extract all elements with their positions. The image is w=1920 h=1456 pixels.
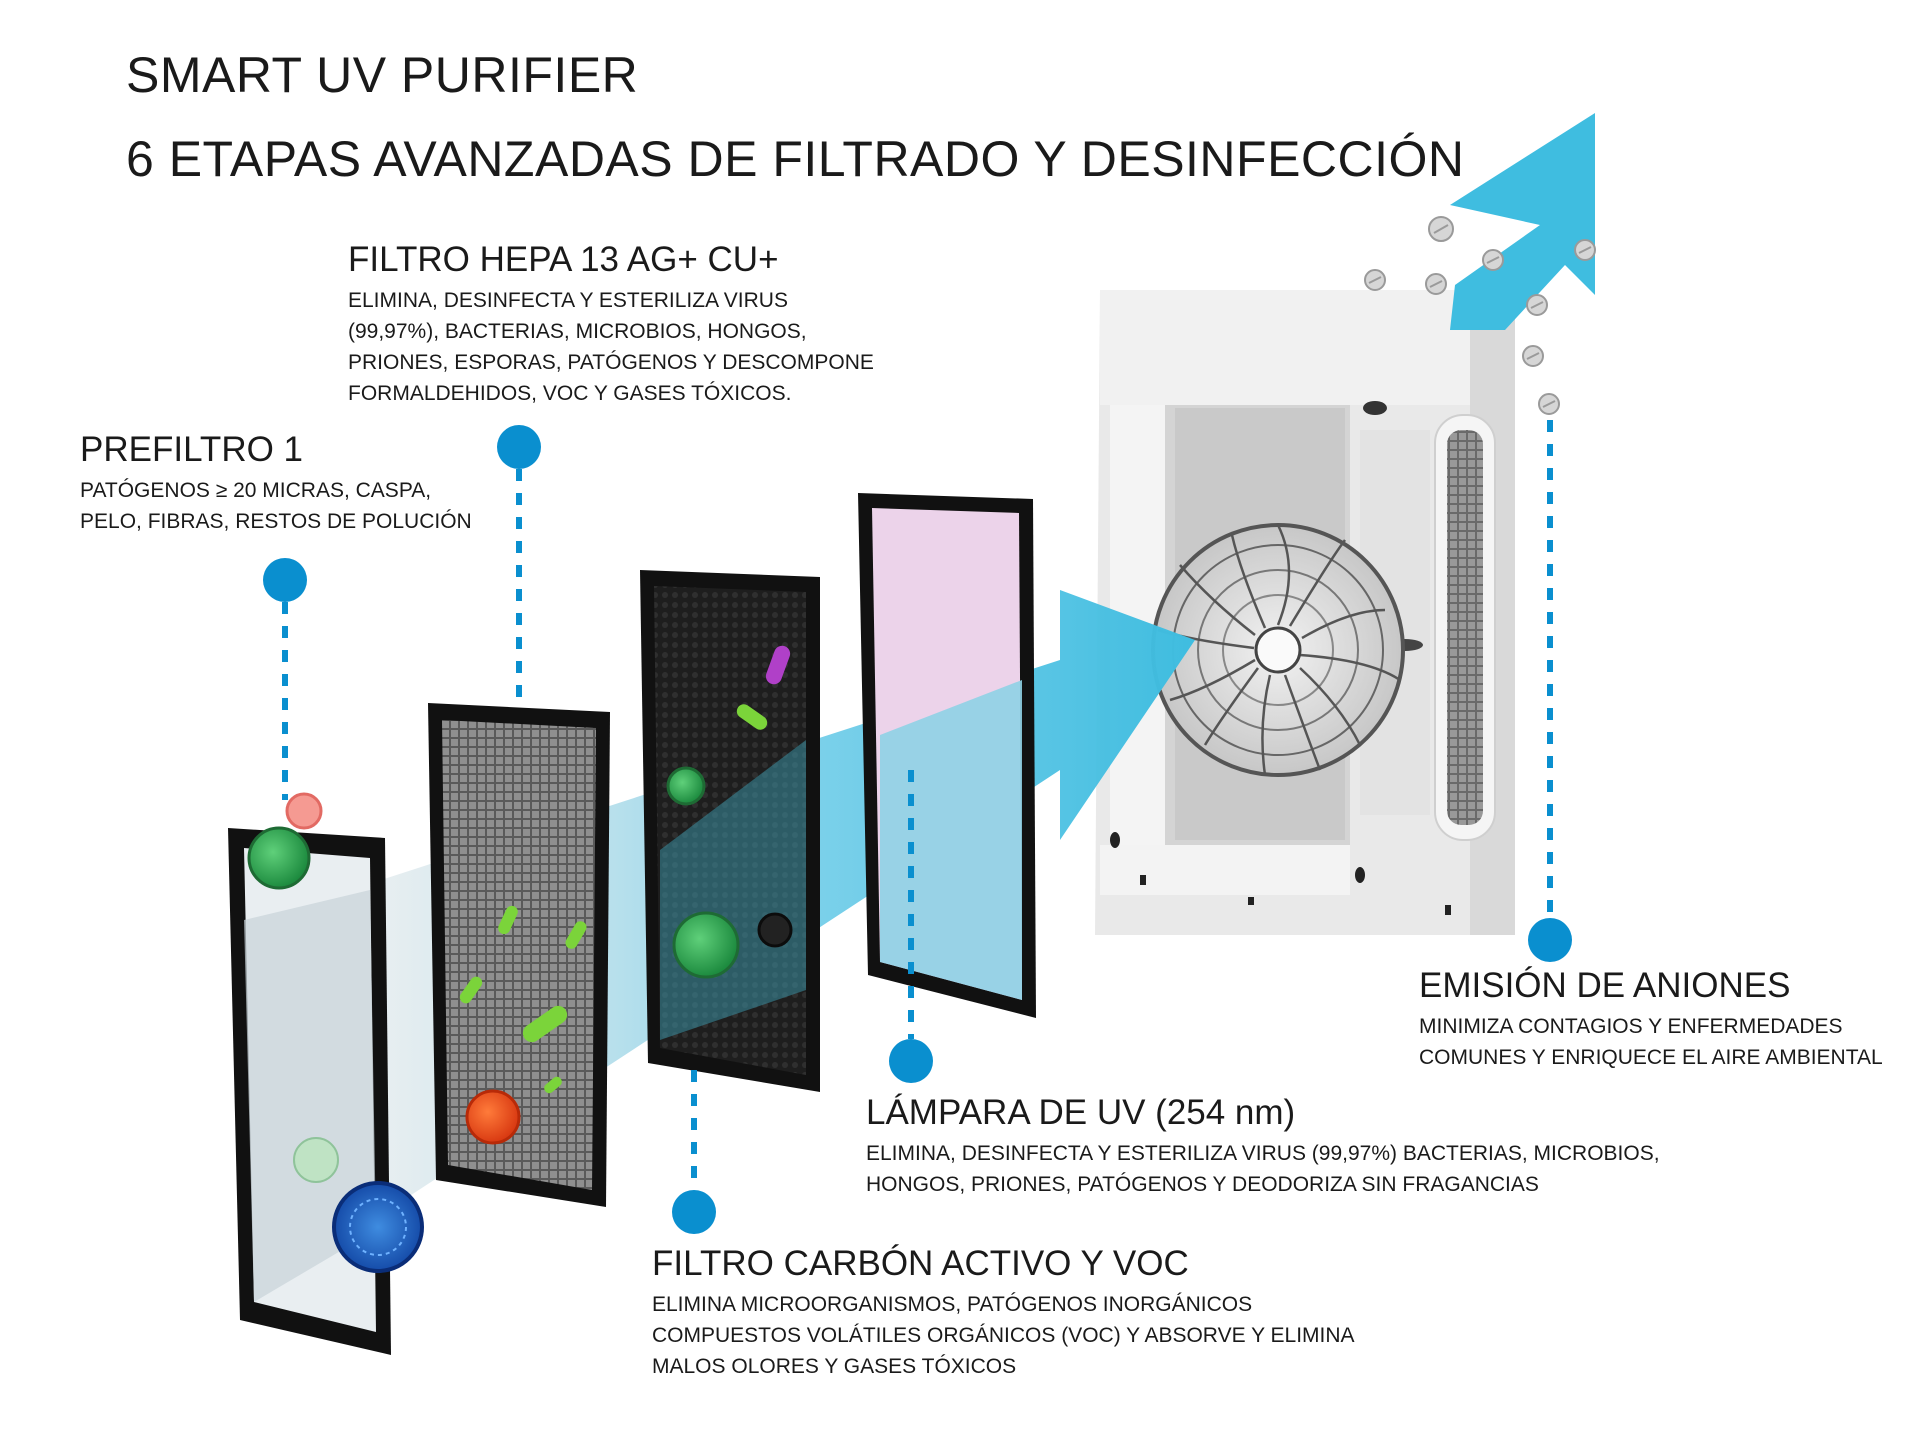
callout-markers bbox=[263, 420, 1572, 1234]
anion-particles bbox=[1364, 216, 1596, 415]
stage-description-line: HONGOS, PRIONES, PATÓGENOS Y DEODORIZA S… bbox=[866, 1173, 1539, 1197]
stage-hepa: FILTRO HEPA 13 AG+ CU+ ELIMINA, DESINFEC… bbox=[348, 240, 874, 409]
stage-description-line: PRIONES, ESPORAS, PATÓGENOS Y DESCOMPONE bbox=[348, 351, 874, 375]
page-subtitle: 6 ETAPAS AVANZADAS DE FILTRADO Y DESINFE… bbox=[126, 131, 1465, 187]
stage-prefiltro: PREFILTRO 1 PATÓGENOS ≥ 20 MICRAS, CASPA… bbox=[80, 430, 472, 537]
page-title: SMART UV PURIFIER bbox=[126, 47, 639, 103]
purifier-unit bbox=[1095, 285, 1515, 935]
stage-heading: EMISIÓN DE ANIONES bbox=[1419, 966, 1791, 1005]
stage-aniones: EMISIÓN DE ANIONES MINIMIZA CONTAGIOS Y … bbox=[1419, 966, 1883, 1073]
outflow-arrow bbox=[1450, 113, 1595, 330]
stage-carbon: FILTRO CARBÓN ACTIVO Y VOC ELIMINA MICRO… bbox=[652, 1244, 1355, 1382]
stage-description-line: ELIMINA MICROORGANISMOS, PATÓGENOS INORG… bbox=[652, 1293, 1253, 1317]
fan-icon bbox=[1151, 523, 1405, 777]
stage-uv: LÁMPARA DE UV (254 nm) ELIMINA, DESINFEC… bbox=[866, 1093, 1660, 1200]
stage-heading: FILTRO HEPA 13 AG+ CU+ bbox=[348, 240, 779, 279]
stage-description-line: ELIMINA, DESINFECTA Y ESTERILIZA VIRUS bbox=[348, 289, 788, 313]
stage-description-line: PELO, FIBRAS, RESTOS DE POLUCIÓN bbox=[80, 510, 472, 534]
uv-lamp-panel bbox=[858, 493, 1036, 1018]
stage-description-line: (99,97%), BACTERIAS, MICROBIOS, HONGOS, bbox=[348, 320, 807, 344]
prefilter-panel bbox=[228, 828, 391, 1355]
hepa-filter-panel bbox=[428, 703, 610, 1207]
stage-heading: LÁMPARA DE UV (254 nm) bbox=[866, 1093, 1296, 1132]
stage-description-line: FORMALDEHIDOS, VOC Y GASES TÓXICOS. bbox=[348, 382, 792, 406]
stage-description-line: COMPUESTOS VOLÁTILES ORGÁNICOS (VOC) Y A… bbox=[652, 1324, 1355, 1348]
stage-description-line: MINIMIZA CONTAGIOS Y ENFERMEDADES bbox=[1419, 1015, 1843, 1039]
germ-icons bbox=[247, 645, 793, 1273]
stage-heading: FILTRO CARBÓN ACTIVO Y VOC bbox=[652, 1244, 1189, 1283]
stage-heading: PREFILTRO 1 bbox=[80, 430, 304, 469]
stage-description-line: MALOS OLORES Y GASES TÓXICOS bbox=[652, 1355, 1017, 1379]
stage-description-line: ELIMINA, DESINFECTA Y ESTERILIZA VIRUS (… bbox=[866, 1142, 1660, 1166]
carbon-filter-panel bbox=[640, 570, 820, 1092]
stage-description-line: COMUNES Y ENRIQUECE EL AIRE AMBIENTAL bbox=[1419, 1046, 1883, 1070]
stage-description-line: PATÓGENOS ≥ 20 MICRAS, CASPA, bbox=[80, 479, 432, 503]
